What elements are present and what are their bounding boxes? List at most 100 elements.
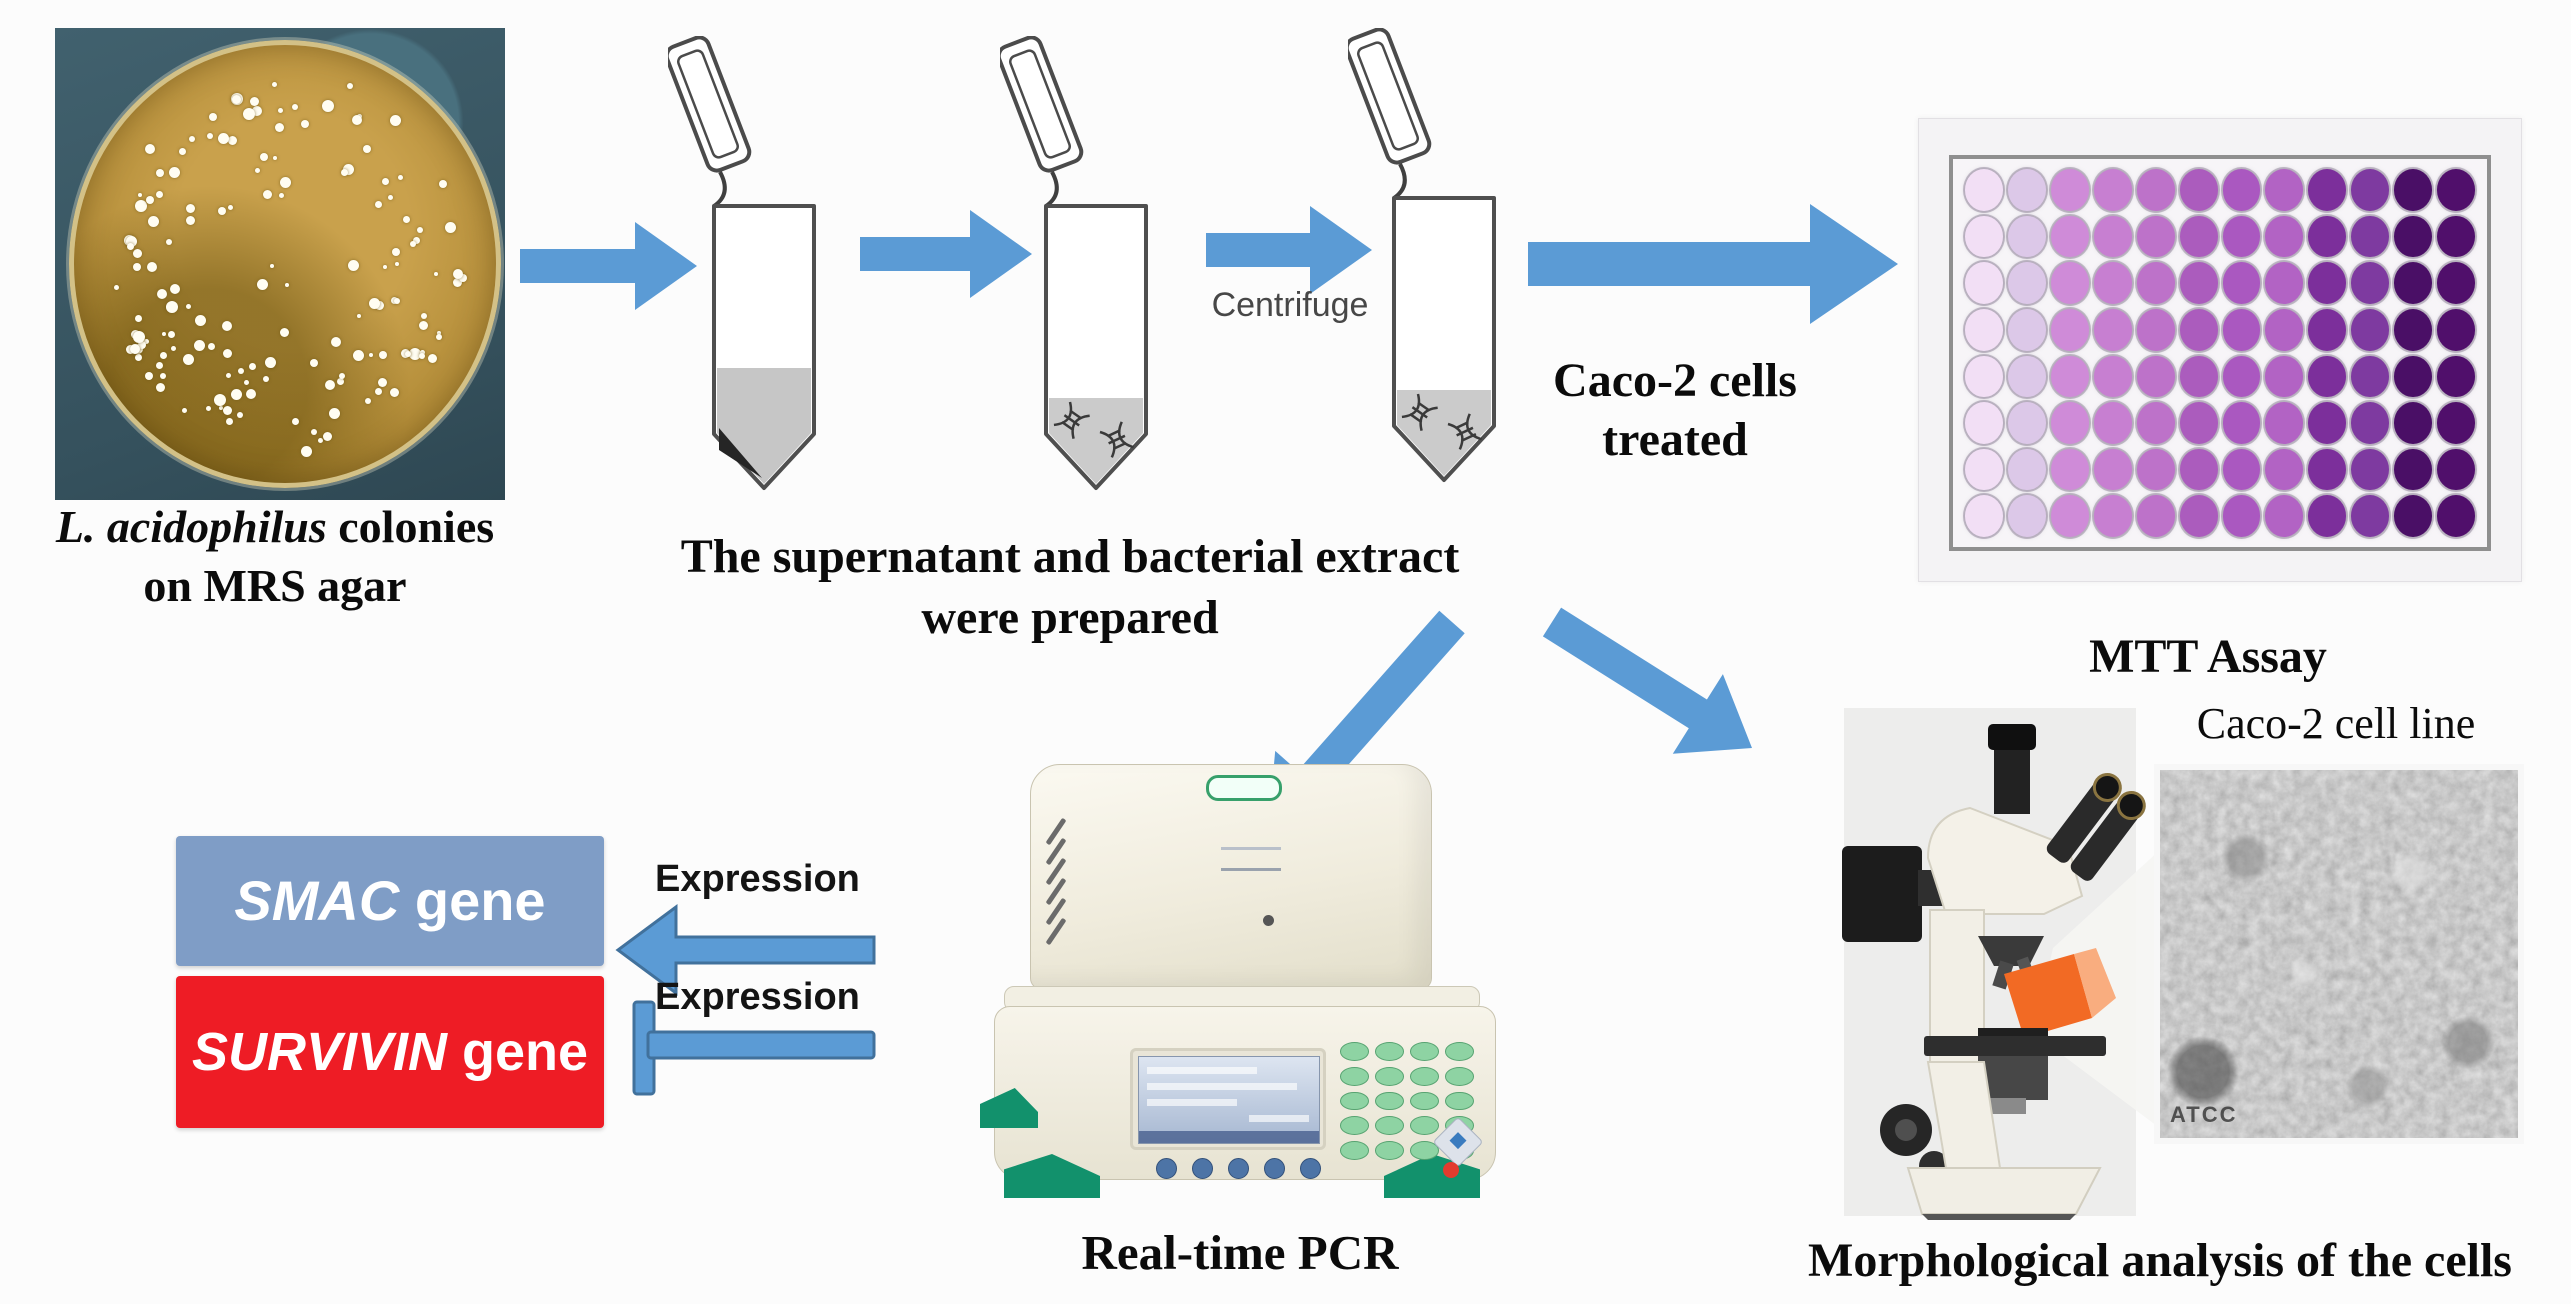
mtt-well	[2179, 448, 2218, 491]
colony-dot	[114, 285, 119, 290]
colony-dot	[382, 178, 389, 185]
pcr-function-button	[1300, 1158, 1321, 1179]
centrifuge-label: Centrifuge	[1211, 286, 1369, 324]
inhibition-bar-icon	[646, 1030, 876, 1060]
colony-dot	[375, 388, 382, 395]
colony-dot	[285, 283, 289, 287]
colony-dot	[310, 359, 318, 367]
mtt-well	[2222, 308, 2261, 351]
colony-dot	[166, 239, 172, 245]
stage-icon	[1924, 1036, 2106, 1056]
colony-dot	[171, 346, 176, 351]
mtt-well	[2308, 355, 2347, 398]
pcr-lid	[1030, 764, 1432, 990]
pcr-key	[1445, 1091, 1474, 1111]
survivin-gene-name: SURVIVIN	[191, 1022, 447, 1082]
species-name: L. acidophilus	[55, 501, 327, 552]
colony-dot	[301, 446, 312, 457]
colony-dot	[436, 334, 442, 340]
mtt-well	[1965, 355, 2003, 398]
colony-dot	[186, 304, 191, 309]
colony-dot	[160, 352, 167, 359]
mtt-well	[2351, 308, 2390, 351]
mtt-well	[2265, 355, 2304, 398]
colony-dot	[226, 418, 233, 425]
mtt-well	[2136, 262, 2175, 304]
treated-line1: Caco-2 cells	[1553, 354, 1797, 407]
colony-dot	[273, 156, 277, 160]
flow-arrow-icon	[860, 210, 1032, 298]
colony-dot	[249, 363, 256, 370]
mtt-well	[2136, 448, 2175, 491]
pcr-key	[1445, 1066, 1474, 1086]
mtt-well	[2394, 215, 2433, 258]
colony-dot	[325, 380, 335, 390]
mtt-well	[2437, 355, 2475, 398]
microcentrifuge-tube-icon	[1348, 28, 1496, 482]
mtt-plate	[1918, 118, 2522, 582]
colony-dot	[186, 204, 195, 213]
colony-dot	[222, 321, 232, 331]
microcentrifuge-tube-icon	[668, 36, 816, 490]
mtt-well	[1965, 169, 2003, 211]
colony-dot	[169, 167, 180, 178]
mtt-caption: MTT Assay	[2089, 630, 2327, 683]
colony-dot	[329, 408, 340, 419]
petri-dish-photo	[55, 28, 505, 500]
mtt-well	[2222, 169, 2261, 211]
colony-dot	[413, 237, 420, 244]
colony-dot	[428, 354, 437, 363]
colony-dot	[189, 136, 195, 142]
colony-dot	[409, 348, 421, 360]
prep-caption-line2: were prepared	[921, 591, 1219, 645]
pcr-lid-logo-mark	[1221, 847, 1281, 871]
camera-icon	[1842, 846, 1922, 942]
colony-dot	[278, 108, 283, 113]
mtt-well	[1965, 215, 2003, 258]
pcr-lid-button	[1263, 915, 1274, 926]
mtt-well	[2351, 402, 2390, 444]
petri-caption: L. acidophilus colonies on MRS agar	[10, 498, 540, 616]
colony-dot	[394, 298, 400, 304]
colony-dot	[179, 148, 186, 155]
colony-dot	[419, 321, 428, 330]
colony-dot	[347, 83, 353, 89]
colony-dot	[265, 357, 276, 368]
prep-caption: The supernatant and bacterial extract we…	[600, 526, 1540, 649]
colony-dot	[135, 354, 142, 361]
colony-dot	[395, 262, 399, 266]
colony-dot	[228, 205, 233, 210]
mtt-well	[2437, 448, 2475, 491]
pcr-key	[1340, 1042, 1369, 1061]
colony-dot	[331, 337, 341, 347]
mtt-well	[2265, 308, 2304, 351]
colony-dot	[375, 201, 382, 208]
colony-dot	[219, 406, 223, 410]
colony-dot	[392, 248, 400, 256]
colony-dot	[214, 394, 226, 406]
mtt-well	[2308, 402, 2347, 444]
mtt-well	[2308, 169, 2347, 211]
colony-dot	[162, 332, 166, 336]
mtt-well	[1965, 448, 2003, 491]
mtt-well	[2351, 262, 2390, 304]
colony-dot	[318, 438, 323, 443]
mtt-well	[2222, 495, 2261, 537]
colony-dot	[244, 380, 249, 385]
smac-gene-box: SMAC gene	[176, 836, 604, 966]
pcr-function-button	[1264, 1158, 1285, 1179]
colony-dot	[209, 113, 217, 121]
mtt-well	[2351, 448, 2390, 491]
mtt-well	[2093, 215, 2132, 258]
pcr-key	[1340, 1141, 1369, 1160]
mtt-well	[2093, 308, 2132, 351]
colony-dot	[280, 328, 289, 337]
pcr-key	[1410, 1042, 1439, 1061]
smac-gene-suffix: gene	[399, 869, 546, 932]
mtt-well	[2179, 495, 2218, 537]
treated-caption: Caco-2 cells treated	[1480, 352, 1870, 469]
microscope-base	[1906, 1167, 2102, 1215]
pcr-key	[1410, 1116, 1439, 1136]
screen-footer	[1139, 1131, 1319, 1143]
colony-dot	[388, 195, 393, 200]
